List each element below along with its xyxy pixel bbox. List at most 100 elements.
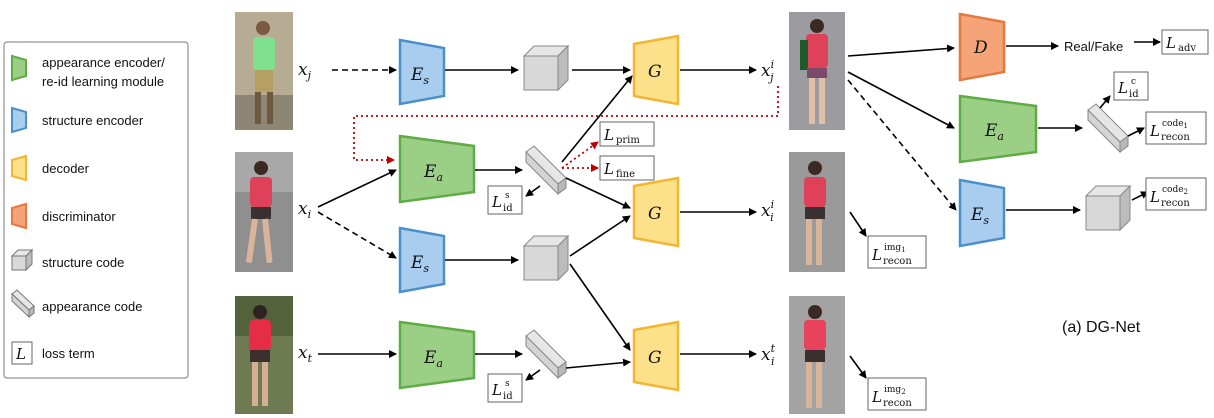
structure-encoder-mid: Es — [398, 226, 446, 294]
svg-text:L: L — [871, 388, 882, 406]
loss-img1: L img1 recon — [867, 235, 927, 269]
legend-structure-swatch — [11, 106, 27, 134]
svg-text:id: id — [503, 203, 513, 214]
svg-text:c: c — [1131, 77, 1136, 87]
label-xj: xj — [298, 60, 312, 82]
svg-text:L: L — [603, 160, 614, 178]
arrow-to-limg1 — [849, 211, 867, 237]
loss-id-bottom: L s id — [487, 373, 523, 403]
arrow-xji-to-es-right — [847, 79, 957, 211]
output-image-xji — [789, 12, 845, 130]
legend-appearance-line1: appearance encoder/ — [42, 55, 165, 70]
svg-text:s: s — [505, 379, 510, 389]
real-fake-label: Real/Fake — [1064, 39, 1123, 54]
loss-code1: L code1 recon — [1145, 111, 1207, 145]
svg-text:recon: recon — [1161, 198, 1190, 209]
legend-appearance-swatch — [11, 54, 27, 82]
loss-adv: L adv — [1161, 29, 1209, 55]
svg-text:L: L — [491, 381, 502, 399]
legend-loss-label: loss term — [42, 346, 95, 361]
loss-code2: L code2 recon — [1145, 177, 1207, 211]
output-image-xti — [789, 296, 845, 414]
svg-text:recon: recon — [883, 256, 912, 267]
appearance-encoder-mid: Ea — [398, 134, 476, 204]
svg-text:code2: code2 — [1162, 185, 1188, 196]
loss-img2: L img2 recon — [867, 377, 927, 411]
legend-appearance-line2: re-id learning module — [42, 74, 164, 89]
legend-structure-label: structure encoder — [42, 113, 144, 128]
svg-text:Es: Es — [410, 253, 429, 275]
output-image-xii — [789, 152, 845, 272]
structure-code-right — [1084, 184, 1132, 232]
appearance-encoder-bottom: Ea — [398, 320, 476, 390]
structure-encoder-top: Es — [398, 38, 446, 106]
decoder-mid: G — [632, 176, 680, 248]
red-dotted-arrows — [353, 86, 779, 172]
structure-code-top — [522, 44, 570, 92]
label-xi: xi — [298, 199, 311, 221]
arrow-to-lcode2 — [1131, 191, 1149, 201]
svg-text:L: L — [1165, 34, 1176, 52]
svg-text:G: G — [648, 204, 662, 224]
svg-text:recon: recon — [1161, 132, 1190, 143]
input-image-xj — [235, 12, 293, 130]
figure-caption: (a) DG-Net — [1062, 319, 1141, 336]
arrow-to-lid-bottom — [525, 369, 541, 381]
loss-id-mid: L s id — [487, 185, 523, 215]
arrow-to-lidc — [1099, 95, 1111, 109]
svg-text:L: L — [491, 193, 502, 211]
legend: appearance encoder/ re-id learning modul… — [3, 41, 189, 379]
svg-text:Ea: Ea — [423, 348, 443, 370]
svg-text:G: G — [648, 348, 662, 368]
arrow-to-limg2 — [849, 355, 867, 379]
arrow-xi-to-es — [317, 211, 397, 259]
legend-decoder-swatch — [11, 154, 27, 182]
svg-text:Es: Es — [970, 205, 989, 227]
legend-discriminator-label: discriminator — [42, 209, 116, 224]
appearance-code-mid — [525, 145, 567, 196]
legend-appearance-code-icon — [11, 289, 35, 319]
svg-text:G: G — [648, 62, 662, 82]
appearance-code-right — [1087, 103, 1129, 154]
loss-fine: L fine — [599, 155, 655, 181]
svg-text:id: id — [1129, 89, 1139, 100]
appearance-code-bottom — [525, 329, 567, 380]
label-xt: xt — [298, 343, 313, 365]
svg-text:L: L — [871, 246, 882, 264]
arrow-appcode-to-g-mid — [565, 177, 631, 209]
structure-code-mid — [522, 234, 570, 282]
svg-text:Es: Es — [410, 65, 429, 87]
legend-structure-code-label: structure code — [42, 255, 124, 270]
svg-text:img1: img1 — [884, 243, 906, 254]
legend-structure-code-icon — [10, 248, 34, 272]
svg-text:L: L — [1117, 79, 1128, 97]
decoder-bottom: G — [632, 320, 680, 392]
legend-loss-symbol: L — [15, 345, 26, 363]
svg-text:code1: code1 — [1162, 119, 1188, 130]
svg-text:recon: recon — [883, 398, 912, 409]
input-image-xi — [235, 152, 293, 272]
discriminator: D — [958, 12, 1006, 82]
arrow-to-lcode1 — [1127, 127, 1145, 137]
svg-text:s: s — [505, 191, 510, 201]
svg-text:L: L — [1149, 122, 1160, 140]
arrow-structcode-to-g-mid — [569, 215, 631, 257]
legend-appearance-code-label: appearance code — [42, 299, 142, 314]
input-image-xt — [235, 296, 293, 414]
appearance-encoder-right: Ea — [958, 94, 1038, 164]
svg-text:id: id — [503, 391, 513, 402]
structure-encoder-right: Es — [958, 178, 1006, 248]
arrow-xji-to-d — [847, 44, 955, 57]
legend-discriminator-swatch — [11, 202, 27, 230]
loss-id-c: L c id — [1113, 71, 1149, 101]
arrow-xji-feedback — [353, 86, 779, 164]
arrow-appcode-to-g-bottom — [565, 358, 631, 369]
svg-text:Ea: Ea — [984, 121, 1004, 143]
svg-text:D: D — [973, 38, 988, 58]
arrows — [317, 38, 1161, 381]
svg-text:adv: adv — [1178, 43, 1196, 54]
